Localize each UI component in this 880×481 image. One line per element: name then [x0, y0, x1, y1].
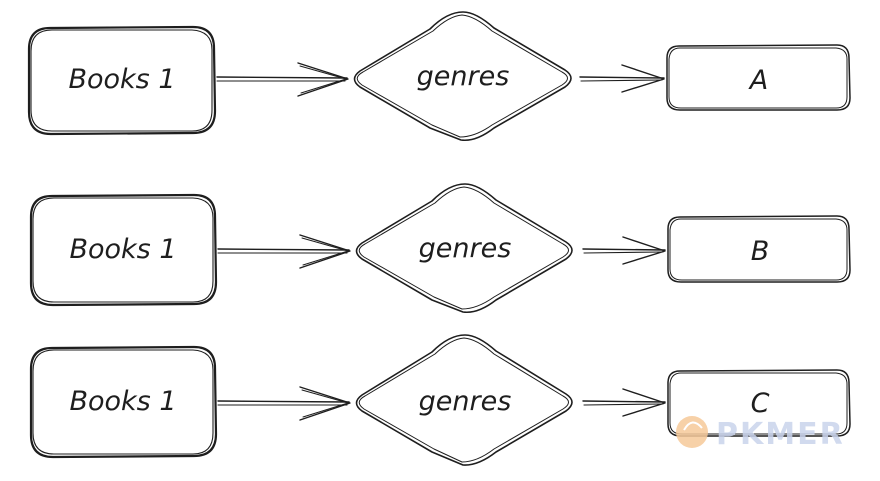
target-label-row-2: B — [751, 236, 770, 267]
arrow-entity-to-relation-row-2 — [217, 234, 351, 269]
relationship-label-row-3: genres — [419, 386, 512, 417]
entity-label-row-1: Books 1 — [68, 64, 175, 95]
relationship-diamond-row-2[interactable]: genres — [355, 183, 573, 314]
arrow-relation-to-target-row-1 — [579, 64, 665, 93]
arrow-relation-to-target-row-2 — [582, 236, 666, 265]
entity-box-row-2[interactable]: Books 1 — [29, 193, 218, 307]
arrow-entity-to-relation-row-3 — [217, 386, 351, 421]
arrow-entity-to-relation-row-1 — [216, 62, 349, 97]
watermark-text: PKMER — [716, 417, 845, 452]
diagram-row-1: Books 1 genres A — [27, 11, 851, 142]
relationship-label-row-2: genres — [419, 233, 512, 264]
entity-box-row-3[interactable]: Books 1 — [29, 345, 218, 459]
entity-label-row-3: Books 1 — [69, 386, 176, 417]
target-label-row-3: C — [751, 388, 770, 419]
entity-label-row-2: Books 1 — [69, 234, 176, 265]
pkmer-watermark: PKMER — [676, 416, 845, 452]
diagram-row-2: Books 1 genres B — [29, 183, 851, 314]
arrow-relation-to-target-row-3 — [582, 388, 666, 417]
relationship-label-row-1: genres — [417, 61, 510, 92]
relationship-diamond-row-1[interactable]: genres — [353, 11, 572, 142]
target-label-row-1: A — [748, 65, 768, 96]
target-box-row-3[interactable]: C — [667, 369, 851, 437]
pkmer-logo-icon — [676, 416, 708, 448]
target-box-row-2[interactable]: B — [667, 215, 851, 283]
target-box-row-1[interactable]: A — [666, 44, 851, 111]
relationship-diamond-row-3[interactable]: genres — [355, 334, 573, 466]
diagram-row-3: Books 1 genres C — [29, 334, 851, 466]
entity-box-row-1[interactable]: Books 1 — [27, 25, 217, 136]
